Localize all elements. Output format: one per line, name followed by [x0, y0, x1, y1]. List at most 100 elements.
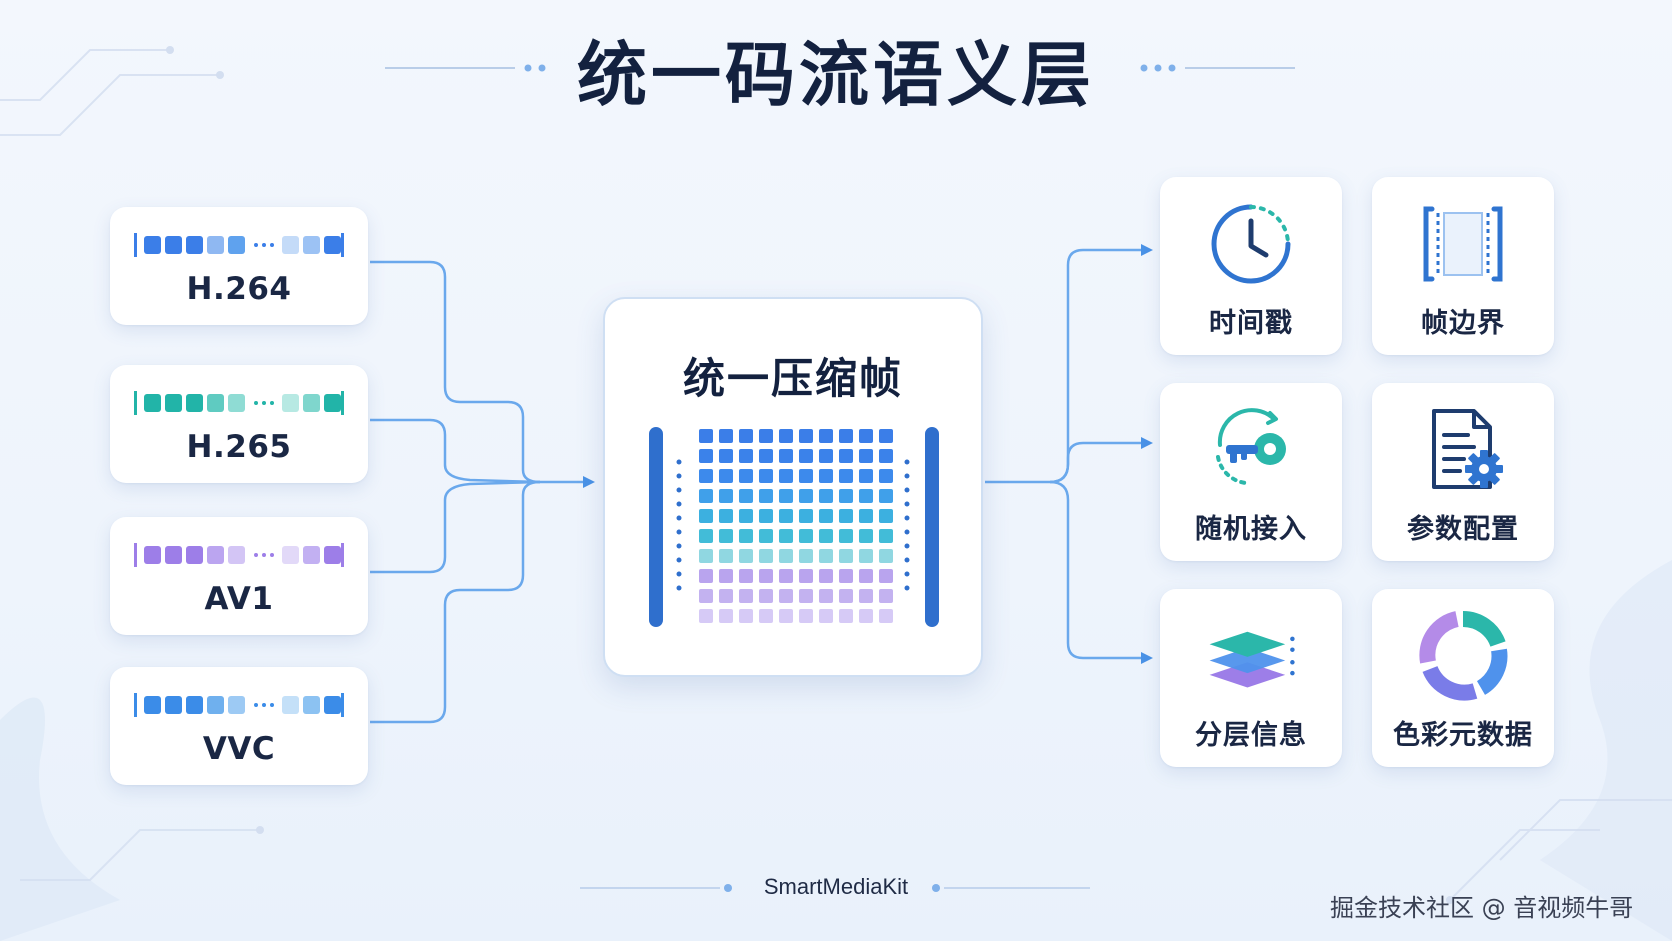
- frame-cell: [819, 549, 833, 563]
- feature-label: 参数配置: [1407, 514, 1519, 545]
- frame-cell: [779, 589, 793, 603]
- frame-side-dot: [904, 585, 910, 591]
- frame-cell: [779, 609, 793, 623]
- title-block: 统一码流语义层: [0, 22, 1672, 122]
- frame-cell: [819, 529, 833, 543]
- frame-side-dot: [904, 473, 910, 479]
- frame-cell: [799, 489, 813, 503]
- frame-cell: [719, 469, 733, 483]
- layers-icon: [1209, 631, 1295, 688]
- watermark: 掘金技术社区 @ 音视频牛哥: [1330, 894, 1634, 922]
- center-title: 统一压缩帧: [682, 354, 903, 403]
- feature-card-frame-boundary: 帧边界: [1372, 177, 1554, 355]
- frame-boundary-icon: [1423, 206, 1503, 282]
- frame-cell: [779, 469, 793, 483]
- frame-cell: [859, 589, 873, 603]
- bitstream-strip-icon: [134, 693, 344, 717]
- frame-side-dot: [676, 585, 682, 591]
- frame-cell: [859, 569, 873, 583]
- frame-cell: [719, 489, 733, 503]
- codec-label: VVC: [202, 731, 276, 767]
- frame-cell: [859, 489, 873, 503]
- frame-cell: [859, 509, 873, 523]
- frame-cell: [739, 429, 753, 443]
- frame-cell: [699, 549, 713, 563]
- frame-side-dot: [676, 543, 682, 549]
- feature-card-color-metadata: 色彩元数据: [1372, 589, 1554, 767]
- frame-side-dot: [904, 557, 910, 563]
- frame-cell: [759, 449, 773, 463]
- clock-icon: [1211, 204, 1291, 284]
- frame-cell: [699, 569, 713, 583]
- codec-card-vvc: VVC: [110, 667, 368, 785]
- frame-cell: [719, 429, 733, 443]
- frame-cell: [879, 569, 893, 583]
- frame-cell: [779, 489, 793, 503]
- frame-cell: [699, 509, 713, 523]
- frame-cell: [819, 489, 833, 503]
- frame-cell: [839, 569, 853, 583]
- frame-cell: [699, 609, 713, 623]
- frame-cell: [799, 589, 813, 603]
- feature-label: 随机接入: [1195, 514, 1307, 545]
- frame-cell: [739, 589, 753, 603]
- frame-cell: [799, 469, 813, 483]
- frame-cell: [759, 429, 773, 443]
- document-gear-icon: [1432, 409, 1503, 489]
- frame-side-dot: [904, 571, 910, 577]
- frame-cell: [799, 449, 813, 463]
- frame-cell: [779, 549, 793, 563]
- frame-cell: [799, 569, 813, 583]
- frame-cell: [839, 609, 853, 623]
- frame-side-dot: [904, 529, 910, 535]
- frame-cell: [759, 609, 773, 623]
- frame-cell: [799, 529, 813, 543]
- frame-cell: [839, 589, 853, 603]
- feature-card-layer-info: 分层信息: [1160, 589, 1342, 767]
- frame-cell: [719, 529, 733, 543]
- feature-label: 色彩元数据: [1393, 720, 1533, 751]
- feature-card-timestamp: 时间戳: [1160, 177, 1342, 355]
- frame-side-dot: [676, 557, 682, 563]
- frame-cell: [859, 549, 873, 563]
- frame-cell: [799, 549, 813, 563]
- frame-cell: [879, 549, 893, 563]
- frame-cell: [779, 429, 793, 443]
- frame-cell: [759, 529, 773, 543]
- frame-cell: [819, 609, 833, 623]
- frame-cell: [759, 549, 773, 563]
- frame-cell: [879, 469, 893, 483]
- codec-label: H.264: [186, 271, 292, 307]
- key-icon: [1216, 408, 1286, 485]
- frame-cell: [839, 429, 853, 443]
- frame-cell: [719, 449, 733, 463]
- frame-side-dot: [676, 515, 682, 521]
- codec-label: AV1: [204, 581, 274, 617]
- frame-side-dot: [904, 543, 910, 549]
- frame-cell: [699, 529, 713, 543]
- frame-cell: [819, 469, 833, 483]
- frame-grid-icon: [649, 427, 939, 627]
- frame-cell: [839, 529, 853, 543]
- frame-cell: [739, 529, 753, 543]
- feature-label: 时间戳: [1209, 308, 1293, 339]
- frame-cell: [839, 489, 853, 503]
- frame-cell: [879, 609, 893, 623]
- frame-cell: [739, 509, 753, 523]
- codec-card-h265: H.265: [110, 365, 368, 483]
- frame-cell: [839, 449, 853, 463]
- frame-cell: [719, 609, 733, 623]
- feature-card-parameter-config: 参数配置: [1372, 383, 1554, 561]
- frame-cell: [799, 509, 813, 523]
- unified-frame-card: 统一压缩帧: [603, 297, 983, 677]
- frame-cell: [739, 549, 753, 563]
- frame-cell: [839, 469, 853, 483]
- frame-cell: [859, 449, 873, 463]
- frame-cell: [879, 429, 893, 443]
- frame-cell: [739, 609, 753, 623]
- codec-card-av1: AV1: [110, 517, 368, 635]
- frame-cell: [719, 569, 733, 583]
- frame-side-dot: [676, 571, 682, 577]
- frame-cell: [699, 469, 713, 483]
- frame-cell: [739, 469, 753, 483]
